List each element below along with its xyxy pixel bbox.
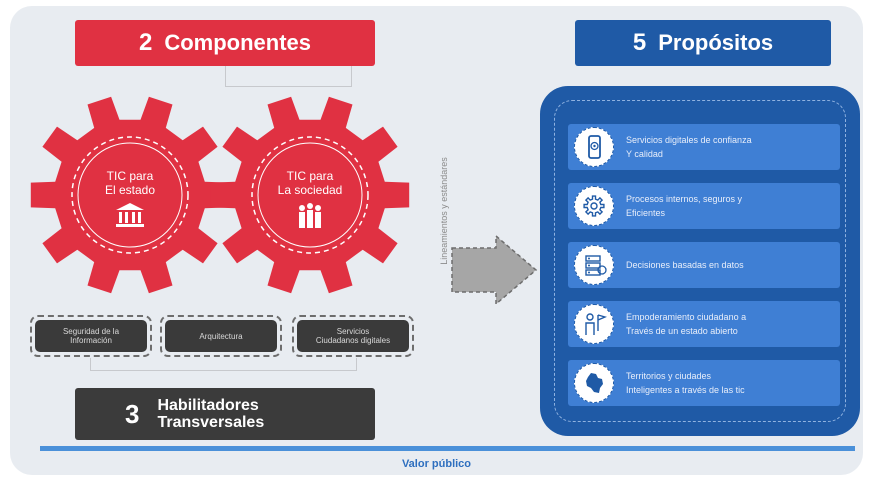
enabler-security-line2: Información bbox=[70, 336, 112, 345]
building-icon bbox=[116, 203, 144, 227]
components-title: Componentes bbox=[164, 30, 312, 55]
citizen-icon bbox=[574, 304, 614, 344]
purpose-1-line1: Servicios digitales de confianza bbox=[626, 135, 752, 145]
habilitadores-banner: 3 Habilitadores Transversales bbox=[75, 388, 375, 440]
purpose-3-line1: Decisiones basadas en datos bbox=[626, 260, 744, 270]
purpose-2-line1: Procesos internos, seguros y bbox=[626, 194, 743, 204]
components-number: 2 bbox=[138, 29, 153, 56]
components-banner: 2 Componentes bbox=[75, 20, 375, 66]
purpose-5-line2: Inteligentes a través de las tic bbox=[626, 385, 745, 395]
enablers-connector bbox=[90, 358, 357, 371]
gear-society bbox=[210, 96, 410, 294]
standards-vertical-label: Lineamientos y estándares bbox=[439, 157, 449, 265]
purpose-2-line2: Eficientes bbox=[626, 208, 666, 218]
enabler-security: Seguridad de la Información bbox=[30, 315, 152, 357]
gear-state bbox=[30, 96, 230, 294]
enabler-architecture: Arquitectura bbox=[160, 315, 282, 357]
gear-state-label: TIC para El estado bbox=[90, 169, 170, 197]
enabler-digital-services-line1: Servicios bbox=[336, 327, 370, 336]
gear-society-label: TIC para La sociedad bbox=[270, 169, 350, 197]
gear-icon bbox=[574, 186, 614, 226]
mobile-fingerprint-icon bbox=[574, 127, 614, 167]
gear-state-line2: El estado bbox=[104, 183, 156, 197]
habilitadores-line1: Habilitadores bbox=[157, 397, 259, 414]
connector-line bbox=[225, 66, 352, 87]
purposes-panel: Servicios digitales de confianza Y calid… bbox=[540, 86, 860, 436]
colombia-map-icon bbox=[574, 363, 614, 403]
purpose-1-line2: Y calidad bbox=[626, 149, 663, 159]
purposes-number: 5 bbox=[632, 29, 647, 56]
purposes-title: Propósitos bbox=[658, 30, 774, 55]
purpose-card-digital-services: Servicios digitales de confianza Y calid… bbox=[568, 124, 840, 170]
gear-state-line1: TIC para bbox=[106, 169, 154, 183]
purposes-banner: 5 Propósitos bbox=[575, 20, 831, 66]
gear-society-line1: TIC para bbox=[286, 169, 334, 183]
database-icon bbox=[574, 245, 614, 285]
purpose-4-line1: Empoderamiento ciudadano a bbox=[626, 312, 747, 322]
people-icon bbox=[299, 203, 321, 228]
enabler-digital-services-line2: Ciudadanos digitales bbox=[315, 336, 391, 345]
value-baseline bbox=[40, 446, 855, 451]
purpose-4-line2: Través de un estado abierto bbox=[626, 326, 738, 336]
habilitadores-number: 3 bbox=[125, 398, 140, 429]
habilitadores-line2: Transversales bbox=[157, 414, 265, 431]
purpose-card-data-decisions: Decisiones basadas en datos bbox=[568, 242, 840, 288]
enabler-security-line1: Seguridad de la bbox=[62, 327, 120, 336]
purpose-card-citizen-empowerment: Empoderamiento ciudadano a Través de un … bbox=[568, 301, 840, 347]
infographic-canvas: 2 Componentes 5 Propósitos TIC para El e… bbox=[10, 6, 863, 475]
gear-society-line2: La sociedad bbox=[277, 183, 343, 197]
gears-graphic bbox=[30, 96, 410, 294]
enabler-architecture-line1: Arquitectura bbox=[199, 331, 243, 341]
footer-label: Valor público bbox=[401, 458, 472, 470]
enabler-digital-services: Servicios Ciudadanos digitales bbox=[292, 315, 414, 357]
purpose-card-internal-processes: Procesos internos, seguros y Eficientes bbox=[568, 183, 840, 229]
flow-arrow-icon bbox=[451, 234, 538, 306]
purpose-5-line1: Territorios y ciudades bbox=[626, 371, 712, 381]
purpose-card-smart-territories: Territorios y ciudades Inteligentes a tr… bbox=[568, 360, 840, 406]
